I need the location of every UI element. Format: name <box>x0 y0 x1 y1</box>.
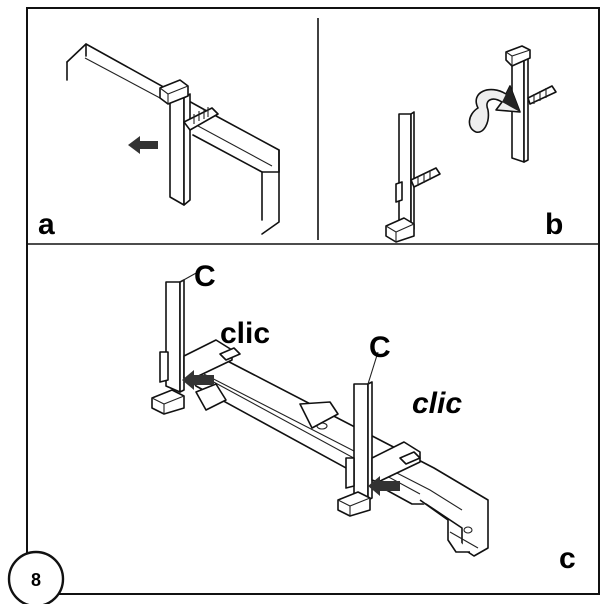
step-number: 8 <box>31 570 41 590</box>
panel-b-label: b <box>545 208 563 241</box>
clic-label-upper: clic <box>220 317 270 350</box>
panel-c-illustration: C C clic clic c <box>151 260 576 575</box>
panel-b-illustration: b <box>385 45 563 243</box>
clic-label-lower: clic <box>412 387 462 420</box>
left-arrow-icon <box>182 370 214 390</box>
callout-c-left: C <box>194 260 216 293</box>
panel-a-label: a <box>38 208 55 241</box>
left-arrow-icon <box>368 476 400 496</box>
left-arrow-icon <box>128 136 158 154</box>
panel-a-illustration: a <box>38 43 280 241</box>
step-number-badge: 8 <box>7 550 65 604</box>
panel-c-label: c <box>559 542 576 575</box>
callout-c-right: C <box>369 331 391 364</box>
diagram-frame <box>26 7 600 595</box>
